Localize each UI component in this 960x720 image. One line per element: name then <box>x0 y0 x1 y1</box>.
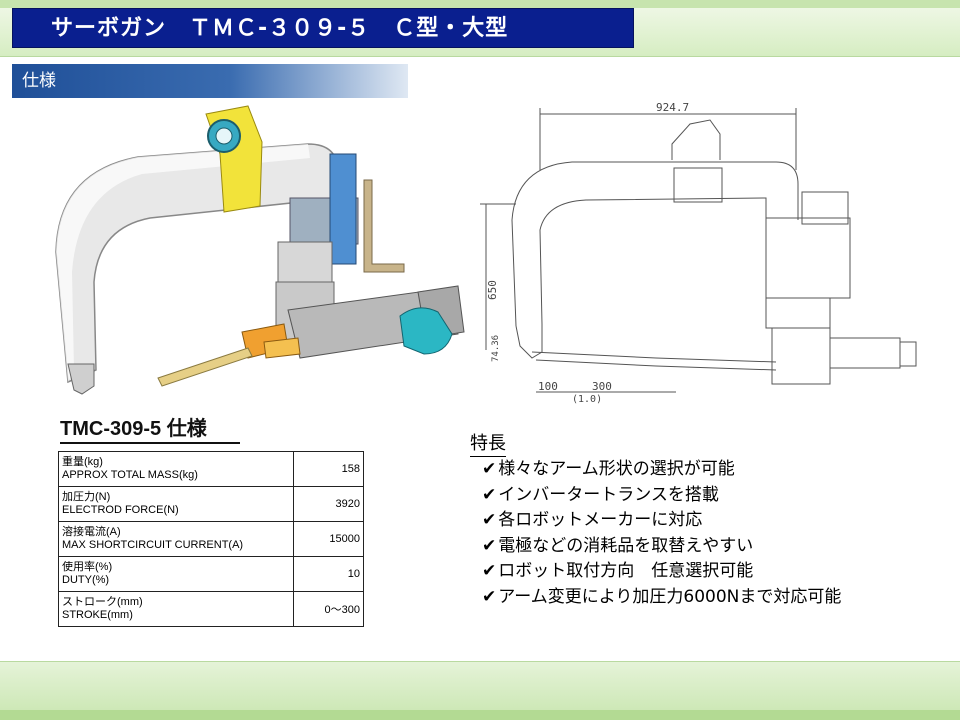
feature-text: インバータートランスを搭載 <box>498 484 719 505</box>
checkmark-icon: ✔ <box>482 484 497 505</box>
list-item: ✔ロボット取付方向 任意選択可能 <box>482 559 841 585</box>
spec-label-en: APPROX TOTAL MASS(kg) <box>62 469 198 481</box>
feature-text: ロボット取付方向 任意選択可能 <box>498 561 754 581</box>
feature-text: アーム変更により加圧力6000Nまで対応可能 <box>498 586 842 607</box>
section-title: 仕様 <box>12 64 408 98</box>
spec-label-jp: 使用率(%) <box>62 561 113 573</box>
spec-value: 15000 <box>293 521 364 557</box>
table-row: 使用率(%)DUTY(%)10 <box>58 556 364 592</box>
features-title: 特長 <box>470 432 506 457</box>
spec-value: 3920 <box>293 486 364 522</box>
spec-label: 重量(kg)APPROX TOTAL MASS(kg) <box>58 451 294 487</box>
table-row: 加圧力(N)ELECTROD FORCE(N)3920 <box>58 486 364 522</box>
table-row: 溶接電流(A)MAX SHORTCIRCUIT CURRENT(A)15000 <box>58 521 364 557</box>
dimension-drawing: 924.7 650 74.36 100 300 (1.0) <box>480 101 917 405</box>
spec-label: 使用率(%)DUTY(%) <box>58 556 294 592</box>
list-item: ✔様々なアーム形状の選択が可能 <box>482 457 841 483</box>
list-item: ✔電極などの消耗品を取替えやすい <box>482 534 841 560</box>
table-row: 重量(kg)APPROX TOTAL MASS(kg)158 <box>58 451 364 487</box>
dim-stroke-note-label: (1.0) <box>572 394 602 405</box>
spec-label-en: ELECTROD FORCE(N) <box>62 504 179 516</box>
spec-label: ストローク(mm)STROKE(mm) <box>58 591 294 627</box>
dim-small-label: 74.36 <box>491 335 501 362</box>
feature-text: 電極などの消耗品を取替えやすい <box>498 535 754 556</box>
list-item: ✔インバータートランスを搭載 <box>482 483 841 509</box>
feature-text: 様々なアーム形状の選択が可能 <box>498 459 735 479</box>
page-title: サーボガン ＴＭＣ-３０９-５ Ｃ型・大型 <box>12 8 634 48</box>
dim-width-label: 924.7 <box>656 101 689 114</box>
spec-label-jp: 重量(kg) <box>62 456 103 468</box>
feature-text: 各ロボットメーカーに対応 <box>498 510 703 530</box>
table-row: ストローク(mm)STROKE(mm)0～300 <box>58 591 364 627</box>
dim-stroke-label: 300 <box>592 380 612 393</box>
spec-value: 10 <box>293 556 364 592</box>
checkmark-icon: ✔ <box>482 561 497 581</box>
features-list: ✔様々なアーム形状の選択が可能✔インバータートランスを搭載✔各ロボットメーカーに… <box>482 457 841 610</box>
list-item: ✔各ロボットメーカーに対応 <box>482 508 841 534</box>
checkmark-icon: ✔ <box>482 510 497 530</box>
spec-label-en: DUTY(%) <box>62 574 110 586</box>
list-item: ✔アーム変更により加圧力6000Nまで対応可能 <box>482 585 841 611</box>
spec-label-jp: ストローク(mm) <box>62 596 143 608</box>
spec-label-jp: 溶接電流(A) <box>62 526 121 538</box>
technical-drawing: 924.7 650 74.36 100 300 (1.0) <box>476 100 934 408</box>
dim-height-label: 650 <box>486 280 499 300</box>
spec-label: 溶接電流(A)MAX SHORTCIRCUIT CURRENT(A) <box>58 521 294 557</box>
spec-label: 加圧力(N)ELECTROD FORCE(N) <box>58 486 294 522</box>
spec-heading: TMC-309-5 仕様 <box>60 416 240 444</box>
footer-band <box>0 710 960 720</box>
spec-value: 158 <box>293 451 364 487</box>
header-band <box>0 0 960 8</box>
spec-label-en: MAX SHORTCIRCUIT CURRENT(A) <box>62 539 244 551</box>
spec-label-jp: 加圧力(N) <box>62 491 111 503</box>
product-rendering <box>38 102 470 402</box>
spec-label-en: STROKE(mm) <box>62 609 133 621</box>
spec-value: 0～300 <box>293 591 364 627</box>
checkmark-icon: ✔ <box>482 586 497 607</box>
checkmark-icon: ✔ <box>482 535 497 556</box>
checkmark-icon: ✔ <box>482 459 497 479</box>
servo-gun-illustration <box>55 105 465 395</box>
dim-stroke-min-label: 100 <box>538 380 558 393</box>
